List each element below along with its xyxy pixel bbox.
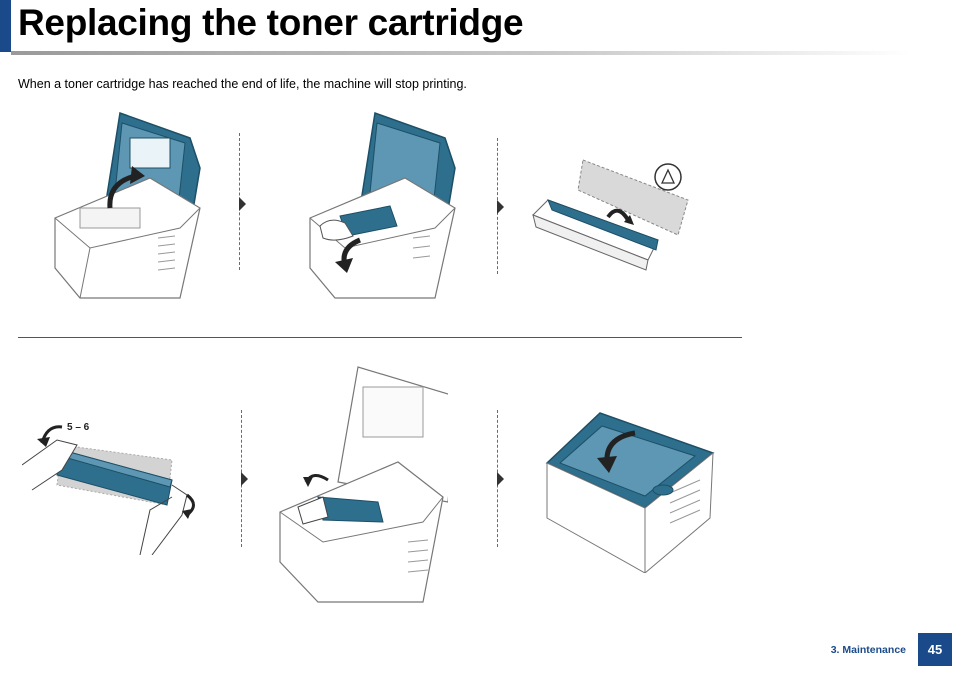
footer-section-label: 3. Maintenance xyxy=(830,644,906,656)
page-title: Replacing the toner cartridge xyxy=(18,2,524,43)
section-divider xyxy=(18,337,742,338)
step-6-close-lid-illustration xyxy=(545,408,715,573)
intro-text: When a toner cartridge has reached the e… xyxy=(18,77,467,91)
next-arrow-icon xyxy=(239,197,246,211)
step-3-unpack-cartridge-illustration xyxy=(528,155,698,285)
step-1-open-lid-illustration xyxy=(50,108,210,308)
next-arrow-icon xyxy=(241,472,248,486)
page-number: 45 xyxy=(918,633,952,666)
shake-count-label: 5 – 6 xyxy=(67,422,90,433)
step-2-remove-cartridge-illustration xyxy=(305,108,465,308)
step-5-insert-cartridge-illustration xyxy=(278,362,448,607)
recycle-icon xyxy=(654,163,682,191)
step-4-shake-cartridge-illustration: 5 – 6 xyxy=(22,415,202,555)
next-arrow-icon xyxy=(497,200,504,214)
next-arrow-icon xyxy=(497,472,504,486)
title-accent-bar xyxy=(0,0,11,52)
title-rule xyxy=(11,51,911,55)
